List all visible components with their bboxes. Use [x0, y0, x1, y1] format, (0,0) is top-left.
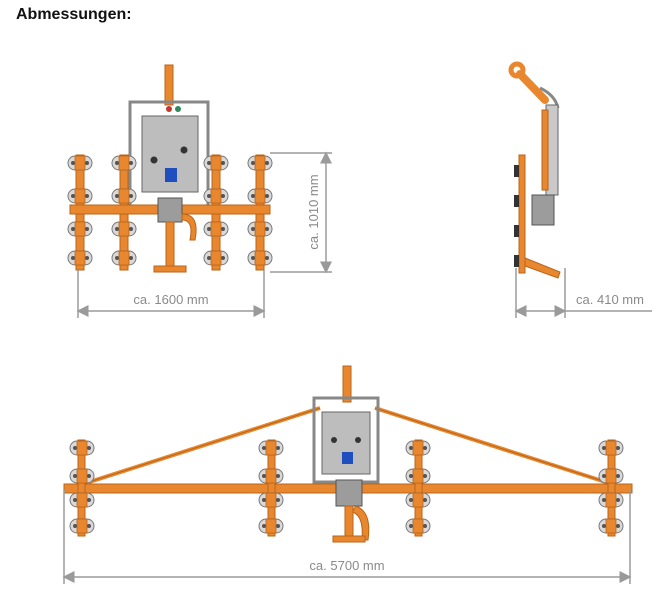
front-view: [67, 64, 273, 273]
front-width-label: ca. 1600 mm: [133, 292, 208, 307]
wide-width-dimension: ca. 5700 mm: [62, 490, 632, 584]
wide-view: [63, 365, 633, 543]
front-width-dimension: ca. 1600 mm: [76, 270, 266, 318]
front-height-label: ca. 1010 mm: [306, 174, 321, 249]
blue-button-icon: [165, 168, 177, 182]
side-depth-dimension: ca. 410 mm: [514, 268, 652, 318]
section-heading: Abmessungen:: [16, 6, 132, 23]
side-view: [508, 61, 561, 279]
side-depth-label: ca. 410 mm: [576, 292, 644, 307]
wide-width-label: ca. 5700 mm: [309, 558, 384, 573]
front-height-dimension: ca. 1010 mm: [270, 151, 332, 274]
blue-button-icon-2: [342, 452, 353, 464]
